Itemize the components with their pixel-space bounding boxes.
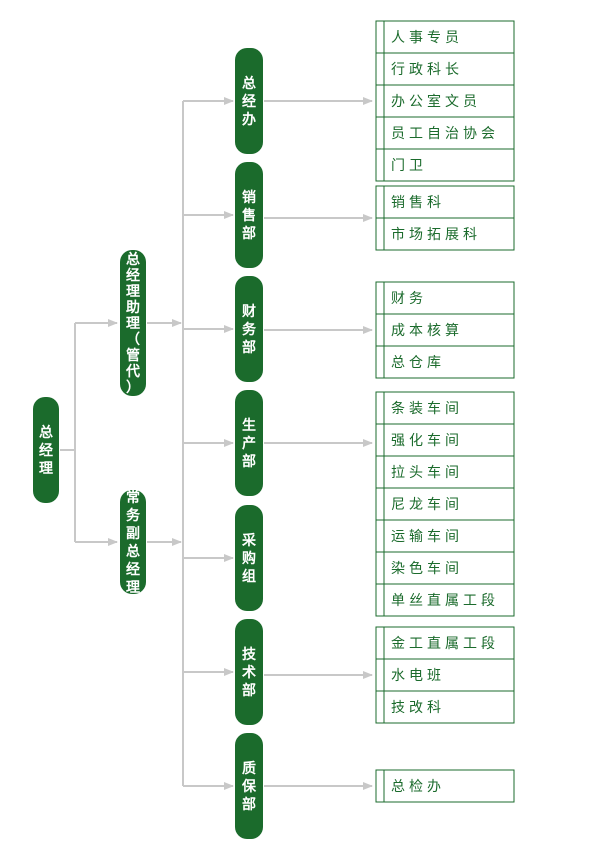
unit-label: 技改科 <box>391 700 445 716</box>
department-node-shape <box>235 48 263 154</box>
unit-label: 单丝直属工段 <box>391 592 499 609</box>
department-node-char: 经 <box>242 93 256 110</box>
unit-group: 总检办 <box>375 769 515 803</box>
department-node-char: 购 <box>242 550 256 567</box>
deputy-node-char: ） <box>126 380 140 396</box>
unit-label: 行政科长 <box>391 62 463 78</box>
root-node-char: 经 <box>39 442 53 459</box>
department-node: 总经办 <box>235 48 263 154</box>
department-node-char: 采 <box>241 532 257 549</box>
deputy-node-char: 管 <box>126 347 140 364</box>
unit-box <box>375 217 515 251</box>
unit-label: 销售科 <box>391 195 445 211</box>
deputy-node-char: 务 <box>126 507 141 524</box>
deputy-node-char: 代 <box>125 363 140 380</box>
deputy-node-char: 理 <box>126 580 140 596</box>
department-node-char: 财 <box>241 303 256 320</box>
unit-label: 门卫 <box>391 158 427 174</box>
deputy-node-char: 常 <box>126 489 140 506</box>
unit-label: 运输车间 <box>391 528 463 545</box>
unit-box <box>375 769 515 803</box>
unit-label: 财务 <box>391 291 427 307</box>
department-node-shape <box>235 390 263 496</box>
department-node: 生产部 <box>235 390 263 496</box>
department-node-char: 售 <box>241 207 256 224</box>
unit-box <box>375 148 515 182</box>
department-node-char: 销 <box>242 189 256 206</box>
department-node-char: 保 <box>241 778 257 795</box>
root-node-shape <box>33 397 59 503</box>
unit-label: 总检办 <box>391 779 445 795</box>
department-node-shape <box>235 619 263 725</box>
unit-box <box>375 345 515 379</box>
deputy-node-char: 理 <box>126 316 140 332</box>
deputy-node-shape <box>120 250 146 396</box>
deputy-node-char: 经 <box>126 561 140 578</box>
unit-label: 人事专员 <box>391 30 463 46</box>
unit-label: 市场拓展科 <box>391 226 481 243</box>
root-node: 总经理 <box>33 397 59 503</box>
department-node-char: 部 <box>242 682 256 699</box>
root-node-char: 总 <box>39 424 53 441</box>
unit-label: 总仓库 <box>391 355 445 371</box>
department-node-shape <box>235 162 263 268</box>
unit-label: 拉头车间 <box>391 464 463 481</box>
deputy-node-char: （ <box>126 332 140 348</box>
department-node-char: 务 <box>242 321 257 338</box>
unit-box <box>375 583 515 617</box>
unit-label: 强化车间 <box>391 432 463 449</box>
unit-label: 水电班 <box>391 668 445 684</box>
unit-label: 员工自治协会 <box>391 126 499 142</box>
deputy-node-char: 理 <box>126 284 140 300</box>
deputy-node-char: 经 <box>126 267 140 284</box>
unit-label: 尼龙车间 <box>391 496 463 513</box>
department-node-char: 部 <box>242 453 256 470</box>
department-node-char: 办 <box>242 111 256 128</box>
department-node-char: 组 <box>242 568 256 585</box>
unit-label: 办公室文员 <box>391 93 481 110</box>
root-node-char: 理 <box>39 461 53 477</box>
department-node-char: 生 <box>242 417 256 434</box>
deputy-node-char: 总 <box>126 251 140 268</box>
department-node: 质保部 <box>235 733 263 839</box>
deputy-node-char: 总 <box>126 543 140 560</box>
department-node-shape <box>235 505 263 611</box>
department-node-char: 部 <box>242 796 256 813</box>
department-node: 采购组 <box>235 505 263 611</box>
unit-label: 金工直属工段 <box>391 635 499 652</box>
unit-box <box>375 690 515 724</box>
department-node: 销售部 <box>235 162 263 268</box>
unit-boxes: 人事专员行政科长办公室文员员工自治协会门卫销售科市场拓展科财务成本核算总仓库条装… <box>375 20 515 803</box>
deputy-node-shape <box>120 490 146 594</box>
unit-label: 条装车间 <box>391 400 463 417</box>
unit-label: 染色车间 <box>391 560 463 577</box>
unit-label: 成本核算 <box>391 323 463 339</box>
department-node: 财务部 <box>235 276 263 382</box>
department-node-char: 部 <box>242 225 256 242</box>
deputy-node-char: 助 <box>126 299 140 316</box>
department-node-char: 产 <box>242 435 256 452</box>
department-node-shape <box>235 276 263 382</box>
department-node-char: 质 <box>242 760 256 777</box>
department-node-char: 技 <box>242 646 257 663</box>
department-node-char: 部 <box>242 339 256 356</box>
department-node-char: 术 <box>242 664 256 681</box>
connector-lines <box>60 97 373 790</box>
department-node-char: 总 <box>242 75 256 92</box>
deputy-node-char: 副 <box>126 526 140 542</box>
department-node: 技术部 <box>235 619 263 725</box>
department-node-shape <box>235 733 263 839</box>
